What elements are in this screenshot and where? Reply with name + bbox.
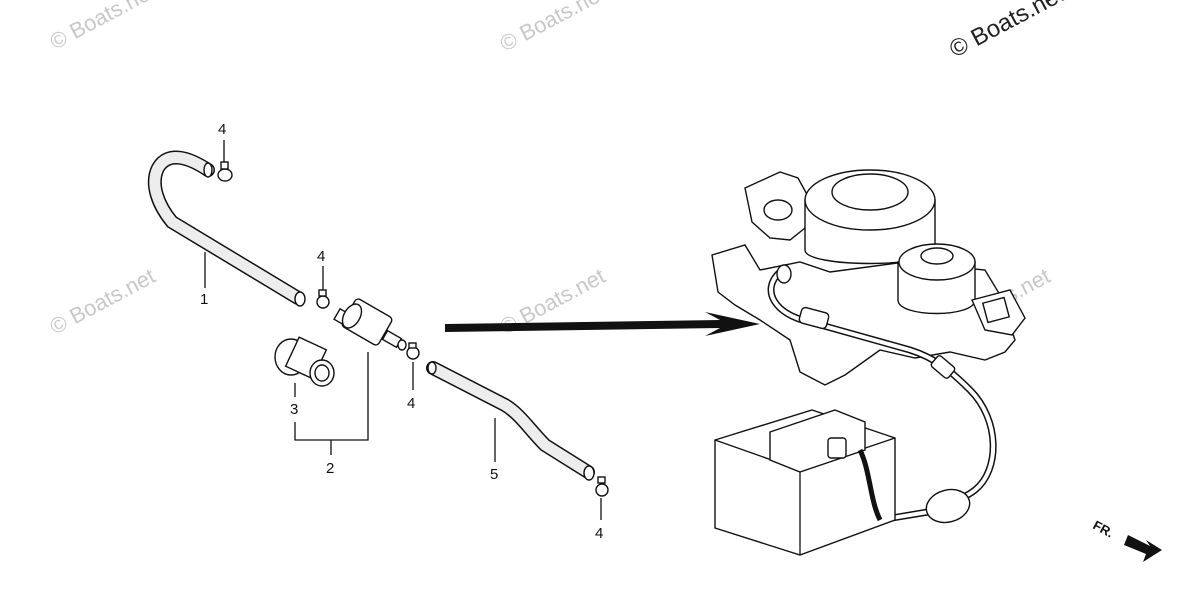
- clip-top: [217, 161, 233, 182]
- engine-illustration: [711, 169, 1026, 524]
- front-direction-arrow-icon: [1124, 535, 1162, 562]
- callout-clip-bottom: 4: [595, 525, 603, 542]
- hose-lower: [426, 361, 595, 481]
- callout-hose-upper: 1: [200, 291, 208, 308]
- callout-clip-upper-mid: 4: [317, 248, 325, 265]
- front-direction-marker: FR.: [1091, 517, 1162, 562]
- clip-mid: [406, 342, 420, 360]
- watermark-top-left: © Boats.net: [46, 0, 160, 54]
- filter-cap: [274, 336, 335, 387]
- watermark-top-center: © Boats.net: [496, 0, 610, 56]
- fuel-tank-illustration: [714, 409, 896, 556]
- watermark-mid-left: © Boats.net: [46, 263, 160, 339]
- callout-filter-assembly: 2: [326, 460, 334, 477]
- callout-clip-top: 4: [218, 121, 226, 138]
- front-direction-label: FR.: [1091, 517, 1117, 540]
- fuel-filter: [333, 298, 407, 351]
- callout-clip-mid: 4: [407, 395, 415, 412]
- watermark-top-right: © Boats.net: [945, 0, 1069, 63]
- location-arrow: [445, 312, 760, 336]
- clip-bottom: [595, 476, 609, 497]
- clip-upper-mid: [316, 289, 330, 309]
- hose-upper: [147, 150, 306, 307]
- callout-hose-lower: 5: [490, 466, 498, 483]
- callout-filter-cap: 3: [290, 401, 298, 418]
